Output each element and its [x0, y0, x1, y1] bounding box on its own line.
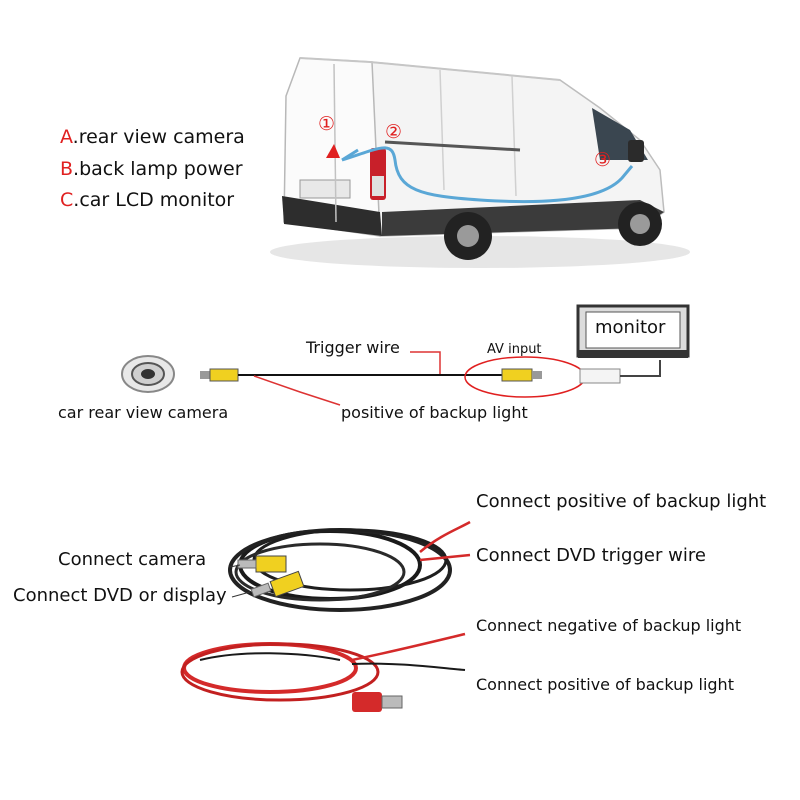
- connect-positive-label-2: Connect positive of backup light: [476, 675, 734, 694]
- legend-text-c: .car LCD monitor: [73, 189, 235, 211]
- monitor-label: monitor: [595, 317, 666, 338]
- legend-item-c: C.car LCD monitor: [60, 189, 234, 211]
- connect-negative-label: Connect negative of backup light: [476, 616, 742, 635]
- camera-label: car rear view camera: [58, 403, 229, 422]
- av-input-label: AV input: [487, 342, 542, 357]
- connect-positive-label-1: Connect positive of backup light: [476, 491, 767, 512]
- marker-1: ①: [318, 113, 336, 135]
- legend-letter-c: C: [60, 189, 74, 211]
- legend-text-b: .back lamp power: [73, 158, 243, 180]
- legend-letter-b: B: [60, 158, 74, 180]
- connect-trigger-label: Connect DVD trigger wire: [476, 545, 706, 566]
- legend-item-b: B.back lamp power: [60, 158, 243, 180]
- connect-camera-label: Connect camera: [58, 549, 207, 570]
- marker-3: ③: [594, 149, 612, 171]
- marker-2: ②: [385, 121, 403, 143]
- legend-letter-a: A: [60, 126, 73, 148]
- positive-label: positive of backup light: [341, 403, 528, 422]
- trigger-wire-label: Trigger wire: [306, 338, 400, 357]
- connect-dvd-display-label: Connect DVD or display: [13, 585, 227, 606]
- legend-item-a: A.rear view camera: [60, 126, 245, 148]
- legend-text-a: .rear view camera: [72, 126, 245, 148]
